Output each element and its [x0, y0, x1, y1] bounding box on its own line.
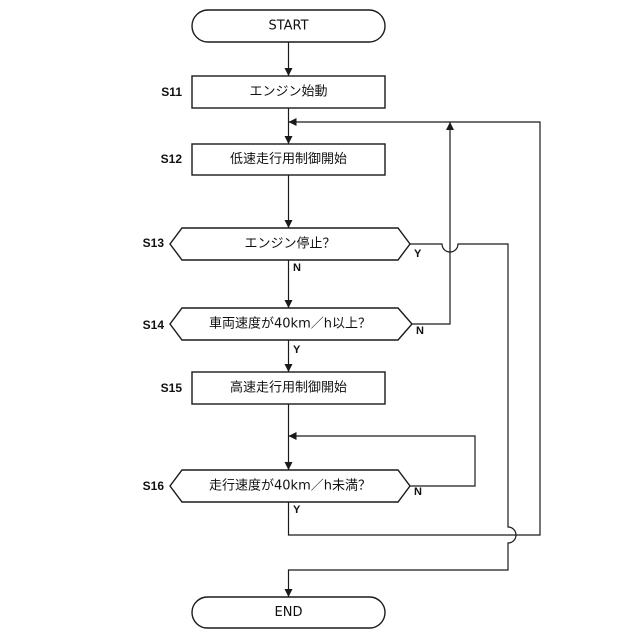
step-s13-yes-label: Y — [414, 248, 422, 260]
step-s14: S14 車両速度が40km／h以上？ N Y — [143, 308, 424, 356]
edge-s14-no-loop-to-s12 — [412, 122, 450, 324]
step-s12-text: 低速走行用制御開始 — [230, 152, 347, 167]
edge-s13-yes-to-end — [289, 244, 517, 597]
step-s16-label: S16 — [143, 479, 165, 493]
step-s16-text: 走行速度が40km／h未満？ — [209, 478, 371, 494]
step-s15-text: 高速走行用制御開始 — [230, 380, 347, 396]
step-s11: S11 エンジン始動 — [161, 76, 385, 108]
step-s14-yes-label: Y — [293, 344, 301, 356]
step-s12: S12 低速走行用制御開始 — [161, 144, 385, 175]
step-s13: S13 エンジン停止？ Y N — [143, 228, 422, 274]
step-s14-label: S14 — [143, 318, 165, 332]
start-text: START — [268, 19, 308, 34]
step-s14-text: 車両速度が40km／h以上？ — [209, 316, 371, 332]
step-s14-no-label: N — [416, 325, 424, 337]
step-s16: S16 走行速度が40km／h未満？ N Y — [143, 470, 422, 516]
end-text: END — [275, 605, 303, 620]
step-s13-no-label: N — [293, 262, 301, 274]
step-s13-label: S13 — [143, 236, 165, 250]
step-s11-label: S11 — [161, 85, 182, 99]
step-s13-text: エンジン停止？ — [244, 236, 335, 252]
step-s16-yes-label: Y — [293, 504, 301, 516]
step-s12-label: S12 — [161, 152, 183, 166]
step-s15-label: S15 — [161, 381, 183, 395]
step-s15: S15 高速走行用制御開始 — [161, 372, 385, 404]
step-s16-no-label: N — [414, 486, 422, 498]
start-terminal: START — [192, 10, 385, 42]
step-s11-text: エンジン始動 — [249, 85, 327, 100]
end-terminal: END — [192, 597, 385, 628]
